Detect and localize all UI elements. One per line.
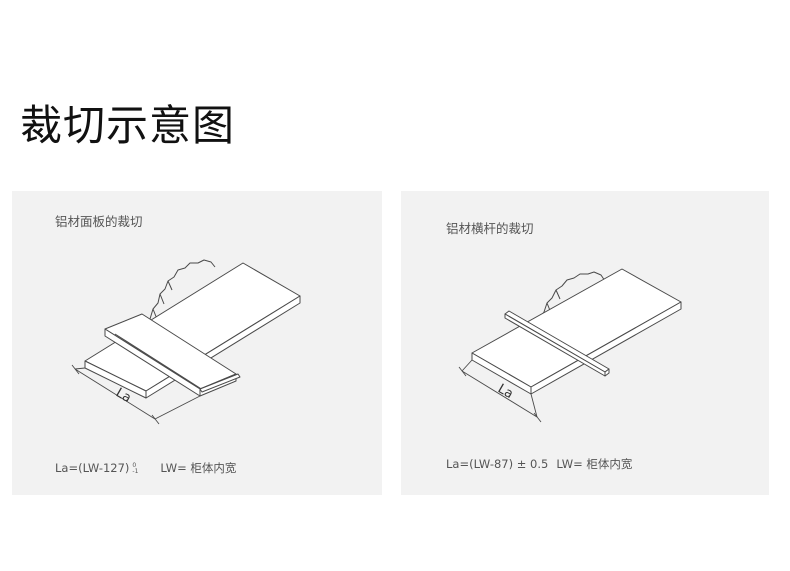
formula-line: La=(LW-87) ± 0.5 LW= 柜体内宽 (446, 456, 632, 472)
dimension-la (458, 359, 542, 423)
saw-blade (149, 259, 216, 320)
formula-tolerance: 0-1 (132, 461, 139, 475)
aluminum-panel-piece (104, 313, 241, 397)
formula-tolerance: ± 0.5 (516, 457, 549, 471)
formula-lw: LW= 柜体内宽 (556, 457, 633, 471)
rail-cutting-illustration: La (458, 268, 682, 423)
panel-caption: 铝材横杆的裁切 (446, 221, 534, 236)
panel-caption: 铝材面板的裁切 (55, 214, 143, 229)
dimension-la (71, 364, 201, 425)
formula-line: La=(LW-127)0-1 LW= 柜体内宽 (55, 460, 236, 476)
aluminum-rail-piece (504, 310, 610, 377)
panel-cutting-illustration: La (71, 259, 301, 425)
page-title: 裁切示意图 (20, 101, 236, 150)
dimension-label: La (113, 385, 134, 406)
dimension-label: La (495, 381, 516, 402)
formula-lw: LW= 柜体内宽 (160, 461, 237, 475)
formula-la: La=(LW-127) (55, 461, 130, 475)
base-board (471, 268, 682, 395)
panel-aluminum-panel-cutting: 铝材面板的裁切 La (12, 191, 382, 495)
formula-la: La=(LW-87) (446, 457, 514, 471)
